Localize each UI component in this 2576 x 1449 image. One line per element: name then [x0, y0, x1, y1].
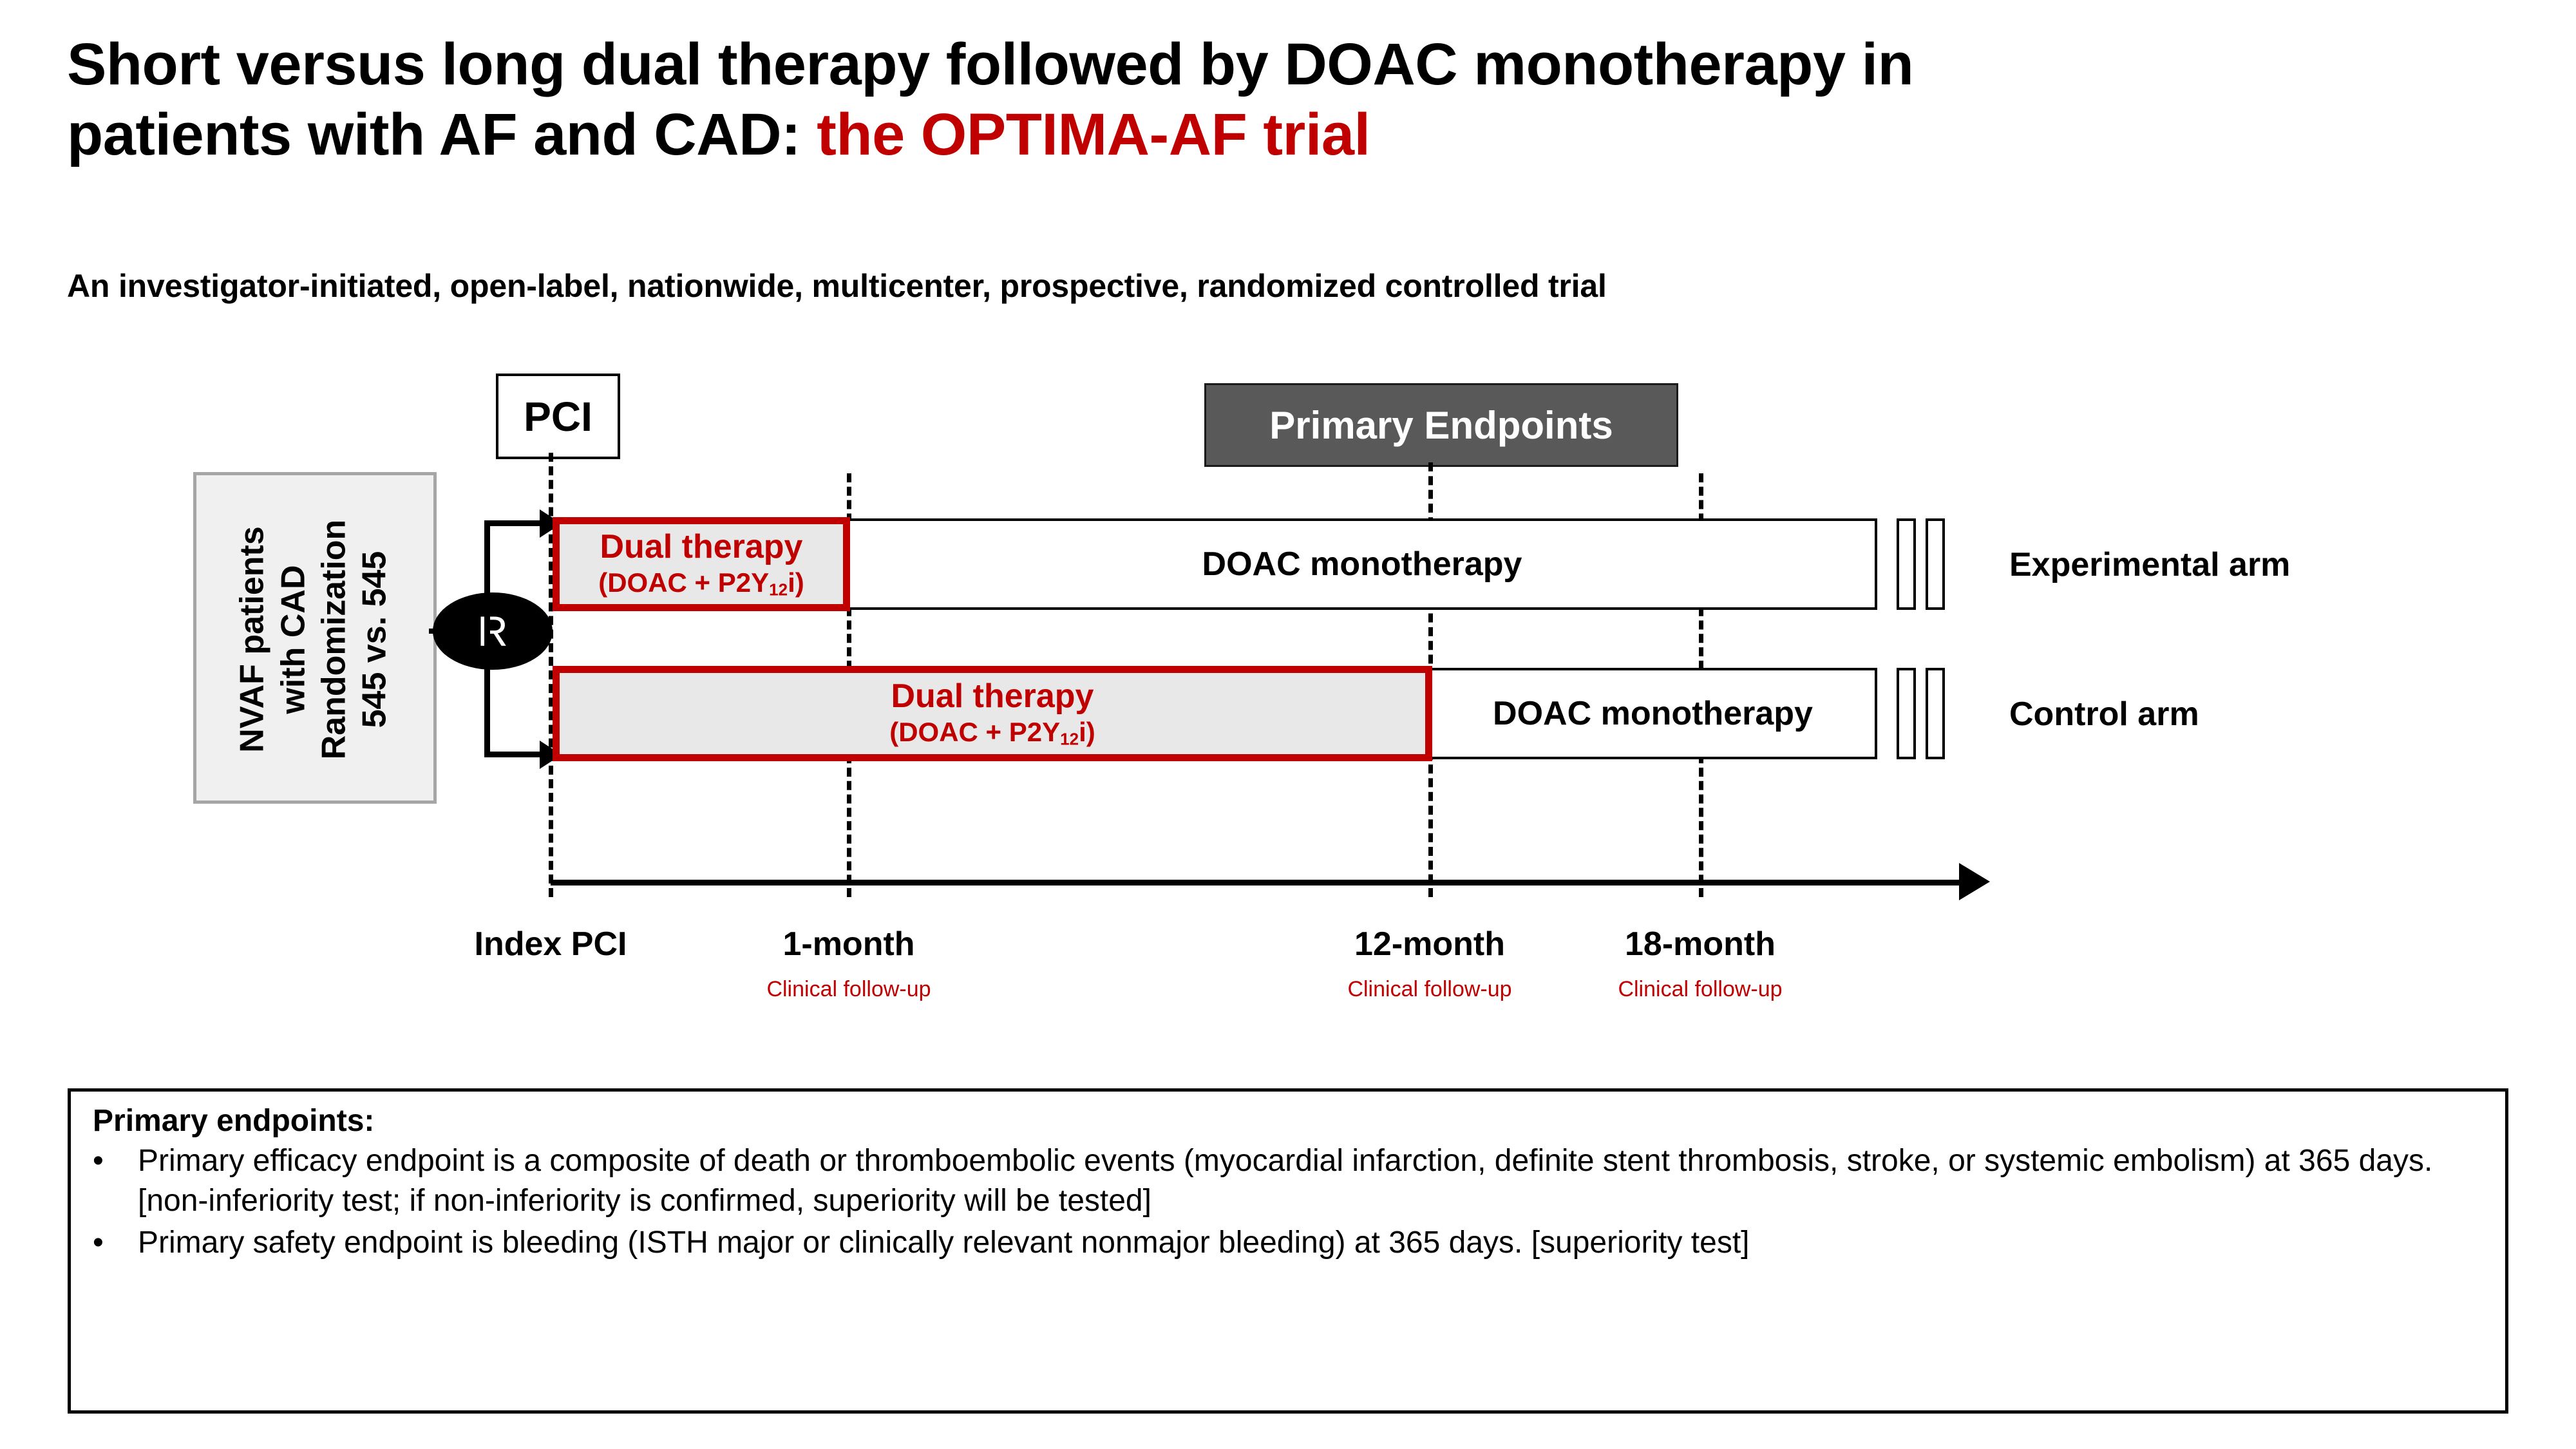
arrow-up-horizontal	[484, 520, 542, 526]
control-mono-label: DOAC monotherapy	[1493, 695, 1813, 732]
experimental-mono-bar: DOAC monotherapy	[847, 518, 1877, 610]
control-break-bar-2	[1926, 668, 1945, 759]
experimental-dual-title: Dual therapy	[600, 528, 803, 566]
timeline-gridline-index-pci	[549, 453, 553, 897]
control-dual-therapy-bar: Dual therapy (DOAC + P2Y12i)	[553, 666, 1432, 761]
arrow-up-vertical	[484, 520, 490, 636]
experimental-break-bar-1	[1897, 518, 1916, 610]
pci-box: PCI	[496, 374, 620, 459]
bullet-icon: •	[93, 1144, 104, 1178]
primary-endpoints-banner: Primary Endpoints	[1204, 383, 1678, 467]
title-line-2-prefix: patients with AF and CAD:	[67, 101, 817, 167]
timeline-axis-arrowhead	[1959, 863, 1990, 900]
timeline-followup-label-3: Clinical follow-up	[1618, 977, 1783, 1001]
pci-label: PCI	[524, 393, 592, 440]
primary-efficacy-endpoint-text: Primary efficacy endpoint is a composite…	[138, 1144, 2433, 1218]
experimental-mono-label: DOAC monotherapy	[1202, 545, 1522, 583]
control-mono-bar: DOAC monotherapy	[1428, 668, 1877, 759]
experimental-dual-therapy-bar: Dual therapy (DOAC + P2Y12i)	[553, 517, 850, 611]
control-dual-detail: (DOAC + P2Y12i)	[889, 716, 1095, 749]
trial-name: the OPTIMA-AF trial	[817, 101, 1370, 167]
primary-endpoint-item: • Primary safety endpoint is bleeding (I…	[93, 1223, 2483, 1263]
control-dual-title: Dual therapy	[891, 677, 1094, 715]
bullet-icon: •	[93, 1225, 104, 1260]
randomization-box-text: NVAF patients with CAD Randomization 545…	[196, 477, 433, 802]
timeline-tick-label-2: 12-month	[1354, 925, 1505, 963]
randomization-line-2: with CAD	[274, 565, 312, 714]
primary-endpoints-box: Primary endpoints: • Primary efficacy en…	[68, 1088, 2508, 1414]
primary-safety-endpoint-text: Primary safety endpoint is bleeding (IST…	[138, 1225, 1750, 1260]
randomization-marker-label: R	[477, 607, 508, 655]
title-line-2: patients with AF and CAD: the OPTIMA-AF …	[67, 100, 2514, 170]
trial-design-diagram: PCI NVAF patients with CAD Randomization…	[0, 348, 2576, 1069]
randomization-line-3: Randomization	[315, 519, 353, 760]
page-title: Short versus long dual therapy followed …	[67, 30, 2514, 169]
experimental-dual-detail: (DOAC + P2Y12i)	[598, 567, 804, 600]
arrow-down-vertical	[484, 629, 490, 757]
primary-endpoint-item: • Primary efficacy endpoint is a composi…	[93, 1141, 2483, 1222]
page-subtitle: An investigator-initiated, open-label, n…	[67, 268, 1607, 304]
timeline-tick-label-3: 18-month	[1625, 925, 1776, 963]
primary-endpoints-banner-label: Primary Endpoints	[1269, 403, 1613, 447]
arrow-down-horizontal	[484, 752, 542, 757]
randomization-marker: R	[433, 592, 553, 670]
timeline-followup-label-2: Clinical follow-up	[1347, 977, 1512, 1001]
randomization-line-1: NVAF patients	[233, 526, 271, 753]
experimental-break-bar-2	[1926, 518, 1945, 610]
randomization-line-4: 545 vs. 545	[355, 551, 393, 728]
control-arm-label: Control arm	[2009, 696, 2199, 733]
timeline-axis	[551, 880, 1967, 886]
experimental-arm-label: Experimental arm	[2009, 546, 2291, 583]
timeline-followup-label-1: Clinical follow-up	[766, 977, 931, 1001]
timeline-tick-label-0: Index PCI	[474, 925, 627, 963]
primary-endpoints-heading: Primary endpoints:	[93, 1104, 375, 1138]
timeline-tick-label-1: 1-month	[782, 925, 915, 963]
control-break-bar-1	[1897, 668, 1916, 759]
title-line-1: Short versus long dual therapy followed …	[67, 32, 1914, 97]
randomization-box: NVAF patients with CAD Randomization 545…	[193, 472, 437, 804]
